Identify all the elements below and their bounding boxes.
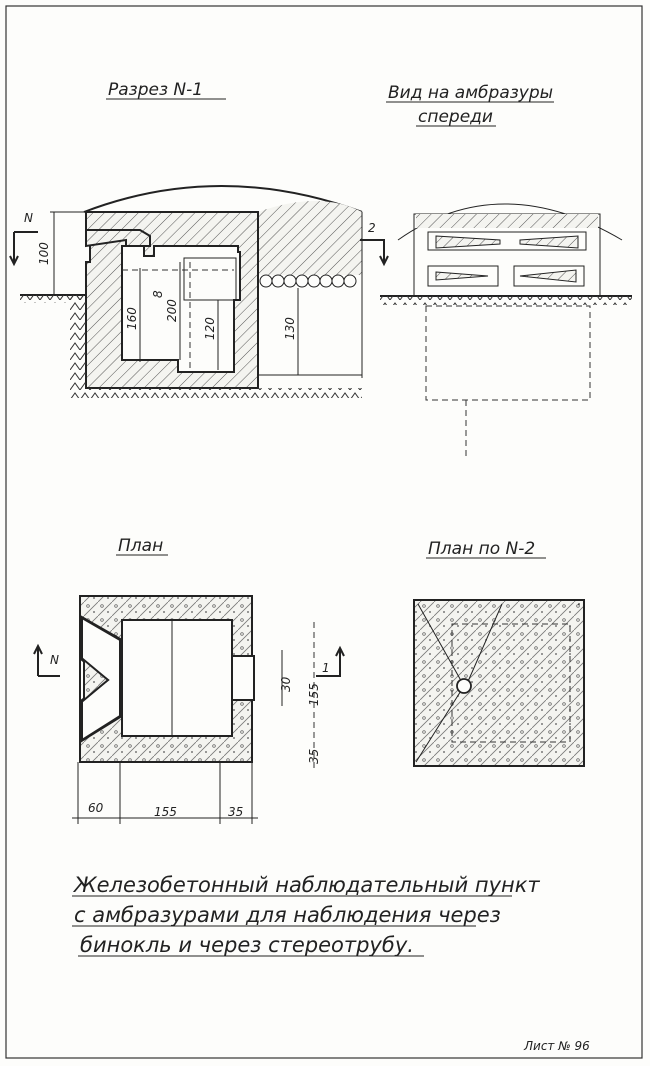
- front-view-title-line2: спереди: [418, 107, 493, 127]
- caption-line-1: Железобетонный наблюдательный пункт: [72, 873, 540, 897]
- earth-cover: [258, 201, 362, 275]
- dim-160: 160: [125, 307, 139, 330]
- caption-line-2: с амбразурами для наблюдения через: [74, 903, 501, 927]
- earth-mound: [83, 185, 363, 213]
- plan-dim-30: 30: [279, 676, 293, 692]
- section-mark-2: 2: [368, 221, 376, 235]
- plan-2-slab: [413, 599, 585, 767]
- section-mark-n: N: [24, 211, 33, 225]
- sheet-number: Лист № 96: [523, 1039, 590, 1053]
- log-roll: [259, 274, 357, 288]
- dim-200: 200: [165, 299, 179, 322]
- front-view: Вид на амбразуры спереди: [380, 83, 632, 456]
- section-arrow-n: [9, 231, 38, 267]
- embrasure-visor: [85, 229, 151, 248]
- plan-2-inner-outline: [451, 623, 571, 743]
- front-view-title-line1: Вид на амбразуры: [388, 83, 553, 103]
- plan-dim-155: 155: [154, 805, 177, 819]
- embrasure-upper-slot: [435, 235, 501, 249]
- plan-dim-155-vertical: 155: [307, 683, 321, 706]
- plan-mark-n: N: [50, 653, 59, 667]
- ground-hatch-bottom: [70, 388, 362, 398]
- plan-dim-60: 60: [88, 801, 104, 815]
- embrasure-lower-right: [513, 265, 585, 287]
- dim-130: 130: [283, 317, 297, 340]
- plan-mark-1: 1: [322, 661, 330, 675]
- section-1-1-view: Разрез N-1: [9, 80, 389, 398]
- plan-2-title: План по N-2: [428, 539, 535, 559]
- dim-100: 100: [37, 242, 51, 265]
- ground-hatch-left: [20, 295, 86, 303]
- front-underground-outline: [425, 305, 591, 401]
- plan-dim-35: 35: [228, 805, 243, 819]
- plan-2-periscope-opening: [456, 678, 472, 694]
- sheet-border: [5, 5, 643, 1059]
- embrasure-upper: [427, 231, 587, 251]
- dim-120: 120: [203, 317, 217, 340]
- embrasure-lower-left: [427, 265, 499, 287]
- plan-arrow-n: [33, 643, 60, 677]
- plan-2-view: План по N-2: [413, 539, 585, 767]
- plan-arrow-1: [316, 645, 345, 677]
- section-1-title: Разрез N-1: [108, 80, 203, 100]
- caption-block: Железобетонный наблюдательный пункт с ам…: [72, 873, 540, 957]
- dim-8: 8: [151, 290, 165, 298]
- caption-line-3: бинокль и через стереотрубу.: [80, 933, 414, 957]
- front-top-band: [416, 214, 598, 228]
- plan-dim-35-vertical: 35: [307, 749, 321, 764]
- plan-view: План 60 155 35 30 155 35 N 1: [33, 536, 345, 824]
- plan-title: План: [118, 536, 163, 556]
- front-ground-hatch: [380, 296, 632, 305]
- section-arrow-2: [360, 239, 389, 267]
